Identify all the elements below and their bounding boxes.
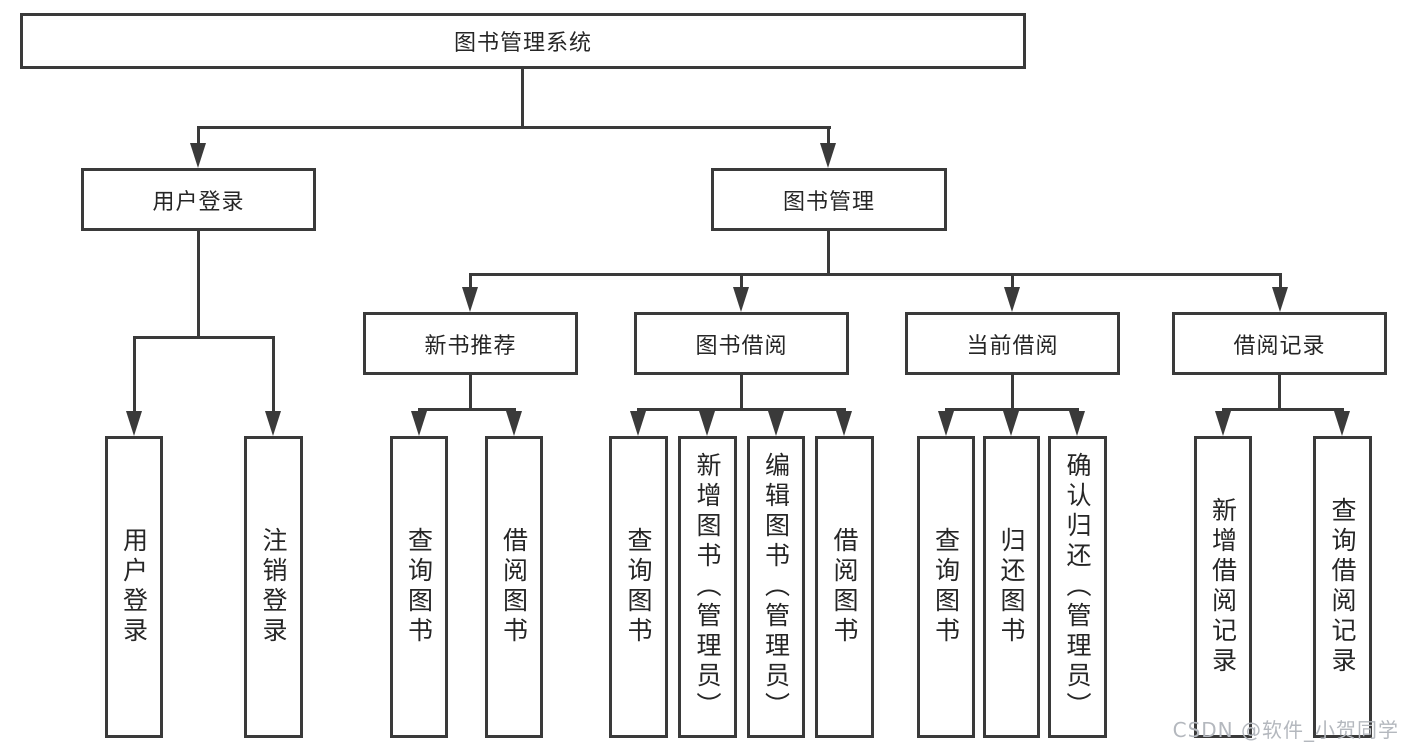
leaf-current-query-books: 查询图书: [917, 436, 975, 738]
leaf-logout: 注销登录: [244, 436, 303, 738]
leaf-edit-books-admin: 编辑图书（管理员）: [747, 436, 805, 738]
connector-line: [740, 273, 743, 291]
arrow-down-icon: [1272, 287, 1288, 312]
connector-line: [197, 126, 200, 148]
connector-line: [945, 408, 1079, 411]
connector-line: [469, 375, 472, 408]
arrow-down-icon: [1003, 411, 1019, 436]
node-borrowing-records: 借阅记录: [1172, 312, 1387, 375]
connector-line: [827, 126, 830, 148]
arrow-down-icon: [836, 411, 852, 436]
node-current-borrowing: 当前借阅: [905, 312, 1120, 375]
connector-line: [272, 336, 275, 414]
node-book-management: 图书管理: [711, 168, 947, 231]
leaf-confirm-return-admin: 确认归还（管理员）: [1048, 436, 1107, 738]
arrow-down-icon: [462, 287, 478, 312]
connector-line: [1011, 273, 1014, 291]
connector-line: [197, 231, 200, 336]
arrow-down-icon: [411, 411, 427, 436]
leaf-user-login: 用户登录: [105, 436, 163, 738]
arrow-down-icon: [1215, 411, 1231, 436]
connector-line: [133, 336, 136, 414]
connector-line: [469, 273, 472, 291]
connector-line: [1279, 273, 1282, 291]
node-user-login: 用户登录: [81, 168, 316, 231]
connector-line: [1278, 375, 1281, 408]
leaf-add-books-admin: 新增图书（管理员）: [678, 436, 737, 738]
leaf-recommend-query-books: 查询图书: [390, 436, 448, 738]
leaf-borrow-query-books: 查询图书: [609, 436, 668, 738]
leaf-return-books: 归还图书: [983, 436, 1040, 738]
arrow-down-icon: [768, 411, 784, 436]
connector-line: [637, 408, 846, 411]
connector-line: [521, 69, 524, 126]
csdn-watermark: CSDN @软件_小贺同学: [1172, 718, 1399, 742]
leaf-add-borrow-record: 新增借阅记录: [1194, 436, 1252, 738]
arrow-down-icon: [126, 411, 142, 436]
connector-line: [740, 375, 743, 408]
arrow-down-icon: [1004, 287, 1020, 312]
arrow-down-icon: [1334, 411, 1350, 436]
arrow-down-icon: [265, 411, 281, 436]
leaf-borrow-books: 借阅图书: [815, 436, 874, 738]
leaf-query-borrow-record: 查询借阅记录: [1313, 436, 1372, 738]
connector-line: [1011, 375, 1014, 408]
leaf-recommend-borrow-books: 借阅图书: [485, 436, 543, 738]
arrow-down-icon: [699, 411, 715, 436]
arrow-down-icon: [733, 287, 749, 312]
connector-line: [1222, 408, 1344, 411]
node-library-management-system: 图书管理系统: [20, 13, 1026, 69]
connector-line: [197, 126, 831, 129]
connector-line: [418, 408, 516, 411]
arrow-down-icon: [190, 143, 206, 168]
connector-line: [827, 231, 830, 273]
arrow-down-icon: [938, 411, 954, 436]
arrow-down-icon: [630, 411, 646, 436]
node-book-borrowing: 图书借阅: [634, 312, 849, 375]
arrow-down-icon: [1069, 411, 1085, 436]
connector-line: [133, 336, 275, 339]
arrow-down-icon: [506, 411, 522, 436]
arrow-down-icon: [820, 143, 836, 168]
node-new-book-recommend: 新书推荐: [363, 312, 578, 375]
connector-line: [469, 273, 1282, 276]
